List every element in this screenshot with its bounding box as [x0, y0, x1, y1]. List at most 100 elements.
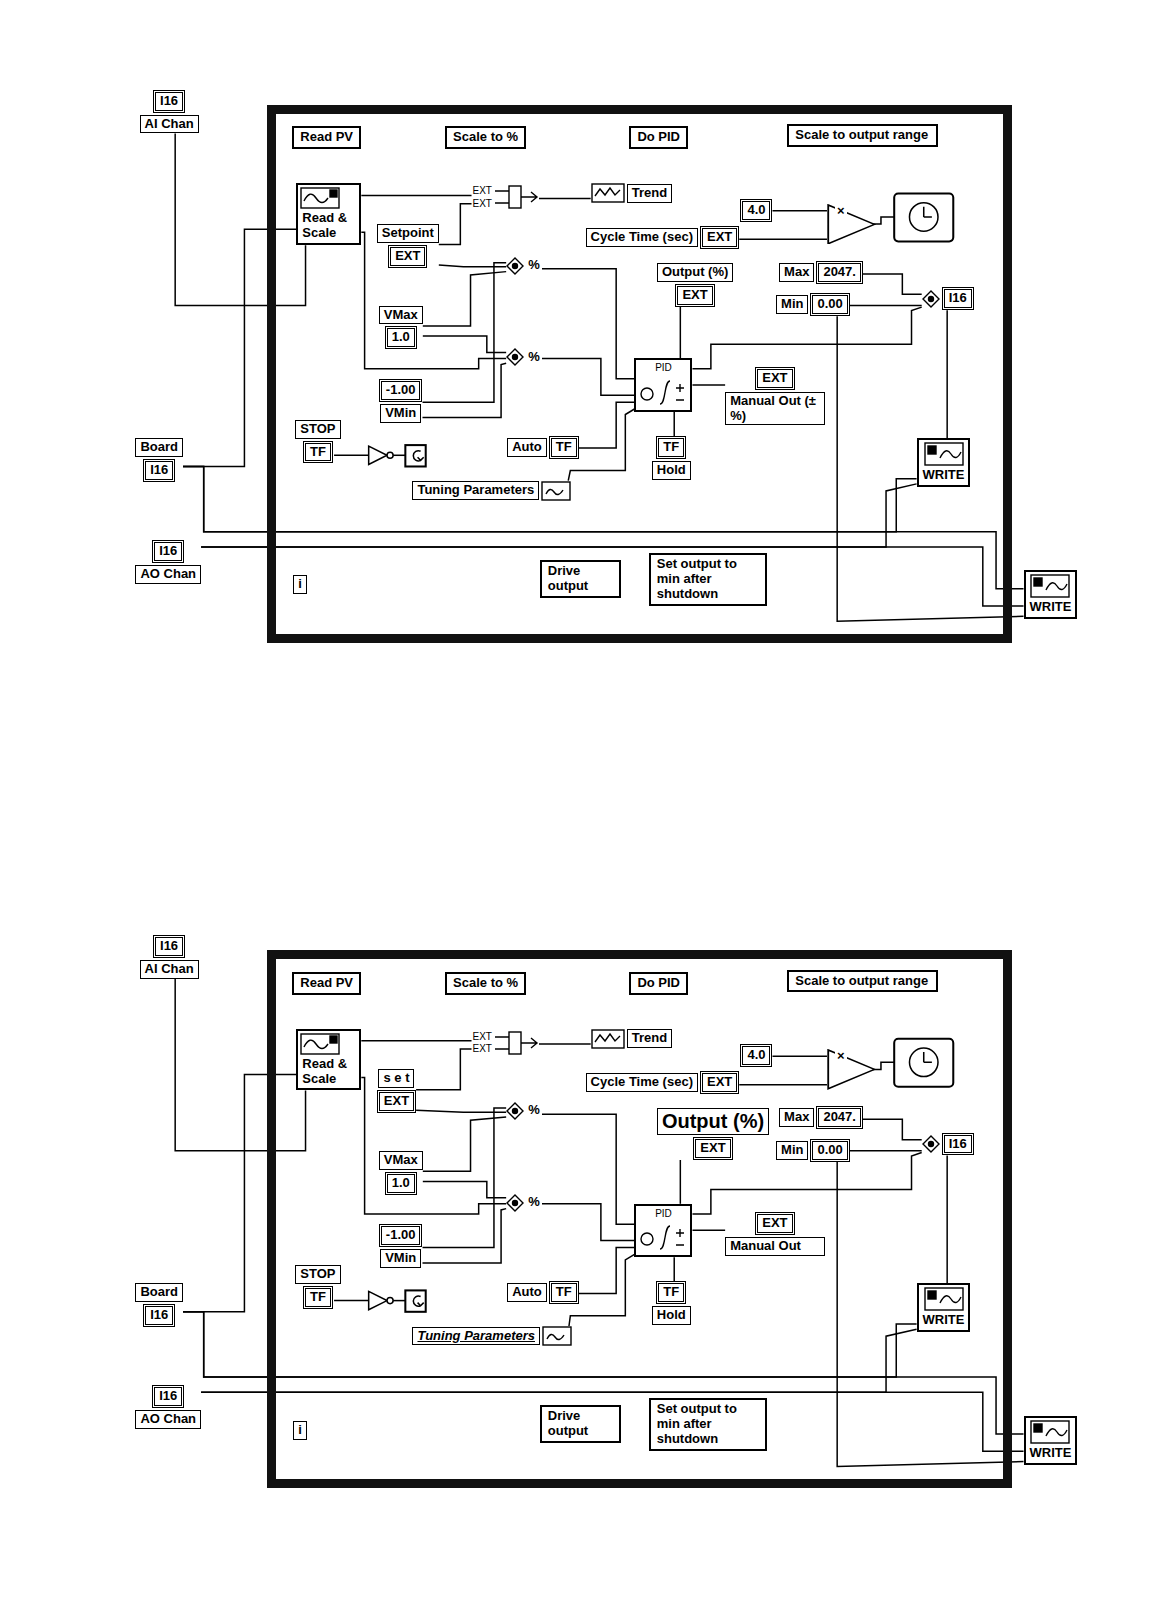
icon-part	[513, 263, 518, 268]
auto-control: AutoTF	[507, 436, 579, 459]
write-icon	[924, 442, 964, 466]
label-text: AI Chan	[140, 960, 199, 979]
icon-part	[925, 443, 963, 465]
hold-control: TFHold	[652, 1281, 691, 1325]
icon-part	[521, 192, 537, 202]
wire	[183, 1074, 296, 1311]
label-text: WRITE	[921, 1313, 967, 1328]
icon-shapes	[641, 1226, 684, 1249]
label-text: %	[526, 1195, 542, 1210]
coerce-node: I16	[922, 287, 974, 310]
setpoint-control: SetpointEXT	[377, 224, 439, 268]
section-label: Scale to %	[445, 972, 526, 995]
label-text: Board	[135, 438, 183, 457]
label-text: Manual Out (±%)	[725, 392, 825, 426]
wire	[416, 1049, 471, 1090]
icon-part	[495, 191, 509, 203]
wire	[539, 1043, 591, 1045]
board-terminal: BoardI16	[135, 438, 183, 482]
label-text: Min	[776, 1141, 808, 1160]
label-text: Cycle Time (sec)	[586, 228, 698, 247]
terminal-text: TF	[656, 436, 686, 459]
stop-wire	[334, 455, 369, 457]
label-text: Manual Out	[725, 1237, 825, 1256]
wire	[183, 1312, 917, 1377]
diamond-icon	[506, 1194, 524, 1212]
panel-decor-copy	[334, 1039, 953, 1312]
icon-part	[513, 1200, 518, 1205]
label-text: EXT	[472, 1031, 493, 1043]
percent-scale-node: %	[506, 1102, 542, 1120]
diamond-icon	[922, 290, 940, 308]
stop-button: STOPTF	[295, 420, 340, 464]
icon-part	[513, 1108, 518, 1113]
terminal-text: I16	[143, 1304, 175, 1327]
icon-part	[1046, 583, 1067, 590]
icon-part	[641, 1233, 653, 1245]
label-text: Output (%)	[657, 1108, 769, 1135]
output-indicator: Output (%)EXT	[657, 263, 733, 307]
numeric-constant: 4.0	[740, 1044, 772, 1067]
wire	[422, 1108, 506, 1248]
while-loop: Read PVScale to %Do PIDScale to output r…	[267, 105, 1013, 643]
setpoint-control: s e tEXT	[377, 1069, 416, 1113]
label-text: WRITE	[1028, 600, 1074, 615]
terminal-text: I16	[153, 935, 185, 958]
diamond-icon	[506, 1102, 524, 1120]
wire	[175, 979, 305, 1151]
pid-subvi: PID	[634, 1204, 692, 1258]
diamond-icon	[506, 348, 524, 366]
icon-shapes	[301, 1034, 339, 1054]
wire	[850, 1150, 922, 1152]
text-stack: EXTEXT	[472, 185, 493, 209]
percent-scale-node: %	[506, 257, 542, 275]
wire	[837, 1162, 1023, 1467]
wire	[361, 1040, 471, 1042]
icon-part	[595, 1034, 620, 1042]
label-text: Scale to %	[445, 972, 526, 995]
label-text: Hold	[652, 461, 691, 480]
terminal-text: TF	[656, 1281, 686, 1304]
wave-icon	[300, 187, 340, 209]
icon-part	[495, 1037, 509, 1049]
label-text: Read & Scale	[300, 1057, 357, 1087]
icon-part	[330, 190, 337, 197]
wire	[579, 1248, 635, 1294]
wave-icon	[300, 1033, 340, 1055]
bundle-icon	[495, 183, 539, 211]
terminal-text: 4.0	[740, 1044, 772, 1067]
ao-channel-terminal: I16AO Chan	[135, 1385, 201, 1429]
max-constant: Max2047.	[779, 261, 863, 284]
icon-shapes	[1031, 1421, 1069, 1443]
label-text: Tuning Parameters	[412, 1327, 540, 1346]
wire	[579, 402, 635, 448]
board-terminal: BoardI16	[135, 1283, 183, 1327]
wire	[201, 1392, 1023, 1451]
label-text: WRITE	[921, 468, 967, 483]
wire	[361, 232, 506, 368]
icon-part	[1046, 1428, 1067, 1435]
icon-part	[660, 1226, 670, 1249]
terminal-text: I16	[143, 459, 175, 482]
wire	[692, 1230, 725, 1232]
terminal-text: 4.0	[740, 199, 772, 222]
icon-part	[928, 1291, 936, 1299]
label-text: Max	[779, 1108, 814, 1127]
label-text: Auto	[507, 438, 547, 457]
icon-part	[1034, 578, 1042, 586]
icon-part	[676, 384, 684, 400]
label-text: ×	[835, 204, 847, 219]
label-text: Max	[779, 263, 814, 282]
label-text: Read PV	[292, 126, 361, 149]
while-loop: Read PVScale to %Do PIDScale to output r…	[267, 950, 1013, 1488]
write-icon	[1030, 574, 1070, 598]
write-subvi: WRITE	[1024, 1416, 1078, 1465]
icon-part	[928, 446, 936, 454]
wire	[863, 274, 922, 294]
icon-part	[928, 1141, 933, 1146]
label-text: AO Chan	[135, 565, 201, 584]
wire	[542, 269, 635, 379]
label-text: Board	[135, 1283, 183, 1302]
label-text: Min	[776, 295, 808, 314]
